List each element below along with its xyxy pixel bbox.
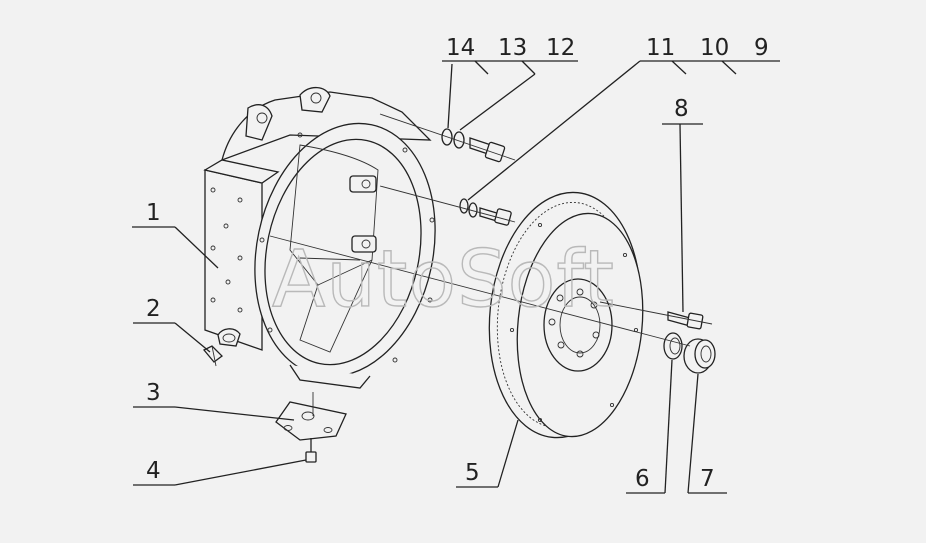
callout-2: 2 — [146, 296, 161, 322]
callout-12: 12 — [546, 35, 575, 61]
callout-4: 4 — [146, 458, 161, 484]
part-6-seal-ring — [663, 332, 683, 360]
callout-1: 1 — [146, 200, 161, 226]
flywheel-ring-gear — [488, 191, 644, 439]
part-4-bolt — [305, 438, 317, 463]
bolt-set-upper — [379, 113, 516, 163]
callout-leaders — [132, 60, 780, 494]
main-axis — [269, 235, 691, 347]
callout-13: 13 — [498, 35, 527, 61]
callout-8: 8 — [674, 96, 689, 122]
callout-9: 9 — [754, 35, 769, 61]
part-3-cover-plate — [275, 392, 347, 441]
callout-3: 3 — [146, 380, 161, 406]
callout-labels: 1 2 3 4 5 6 7 8 9 10 11 12 13 14 — [146, 35, 769, 492]
callout-7: 7 — [700, 466, 715, 492]
callout-5: 5 — [465, 460, 480, 486]
bolt-set-middle — [379, 185, 516, 226]
callout-14: 14 — [446, 35, 475, 61]
part-7-bearing — [683, 338, 716, 374]
ring-axis — [299, 257, 361, 261]
flywheel-housing — [203, 86, 436, 389]
watermark-text: AutoSoft — [272, 235, 615, 325]
callout-10: 10 — [700, 35, 729, 61]
callout-11: 11 — [646, 35, 675, 61]
callout-6: 6 — [635, 466, 650, 492]
part-8-bolt — [599, 301, 713, 330]
